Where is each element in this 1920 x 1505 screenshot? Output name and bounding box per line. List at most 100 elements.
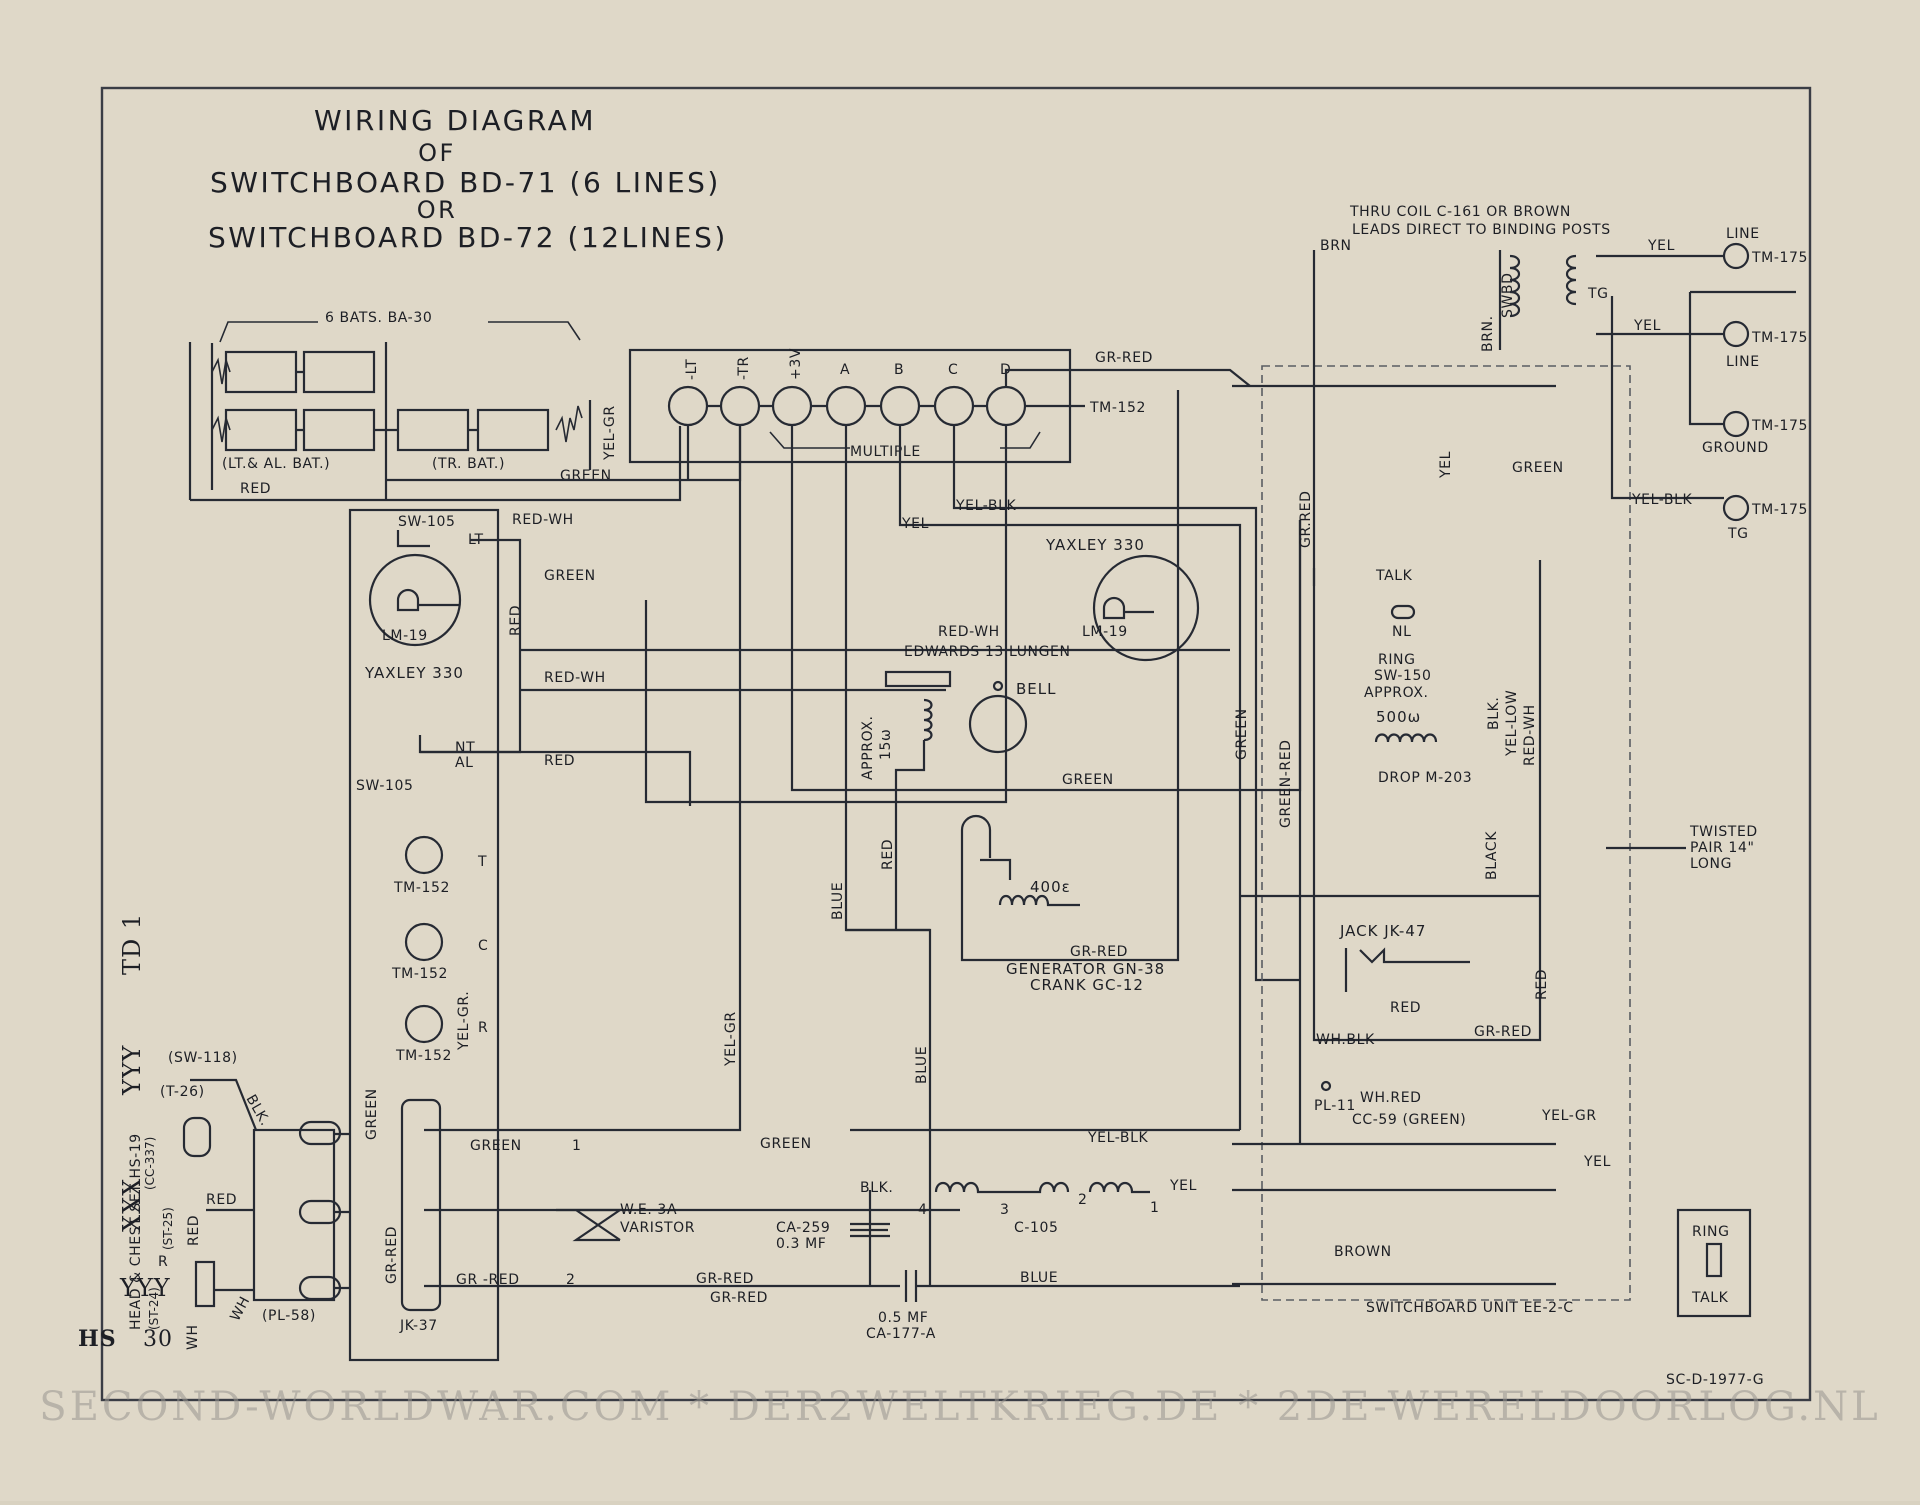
bell-gong [968, 694, 1028, 754]
yel-label: YEL [901, 516, 929, 532]
terminal-strip: -LT -TR +3V A B C D MULTIPLE TM-152 GR-R… [628, 348, 1153, 464]
bell-coil [894, 698, 933, 930]
plug-wiring [190, 1078, 350, 1292]
terminal-d [985, 385, 1027, 427]
yel-bottom-label: YEL [1169, 1178, 1197, 1194]
binding-posts: THRU COIL C-161 OR BROWN LEADS DIRECT TO… [1312, 204, 1808, 586]
lamp-left-ring [368, 553, 462, 647]
tm175-post-2 [1722, 320, 1750, 348]
twisted-line-3: LONG [1690, 856, 1732, 872]
gr-red-right-v-label: GR.RED [1298, 491, 1314, 548]
sw150-label: SW-150 [1374, 668, 1432, 684]
plug-body [252, 1128, 336, 1302]
ca177-label: CA-177-A [866, 1326, 936, 1342]
multiple-brace [769, 431, 1041, 449]
headset-mic [194, 1260, 216, 1308]
yel-blk-right-label: YEL-BLK [1631, 492, 1693, 508]
title-line-5: SWITCHBOARD BD-72 (12LINES) [208, 221, 728, 254]
tm175-post-4 [1722, 494, 1750, 522]
battery-yel-gr-label: YEL-GR [602, 405, 618, 461]
lamp-right-bulb [1102, 596, 1154, 620]
black-v-label: BLACK [1484, 831, 1500, 880]
drop-label: DROP M-203 [1378, 770, 1472, 786]
t2-label: 2 [566, 1272, 576, 1288]
tm175-post-3 [1722, 410, 1750, 438]
batteries-heading: 6 BATS. BA-30 [325, 310, 432, 326]
lm19-left-label: LM-19 [382, 628, 428, 644]
yyy-mark: YYY [118, 1044, 146, 1096]
red-right-label: RED [1390, 1000, 1421, 1016]
yel-right-bottom-label: YEL [1583, 1154, 1611, 1170]
tm152-c-post [404, 922, 444, 962]
swbd-label: SWBD [1500, 272, 1516, 318]
blue-label-bottom: BLUE [1020, 1270, 1058, 1286]
yel-gr-right-label: YEL-GR [1541, 1108, 1597, 1124]
watermark: SECOND-WORLDWAR.COM * DER2WELTKRIEG.DE *… [39, 1384, 1880, 1430]
hs-number-label: 30 [143, 1327, 173, 1352]
wh-blk-label: WH.BLK [1316, 1032, 1375, 1048]
brn-label: BRN [1320, 238, 1352, 254]
title-line-1: WIRING DIAGRAM [314, 104, 596, 137]
tg-label: TG [1727, 526, 1749, 542]
terminal-tm152-label: TM-152 [1089, 400, 1146, 416]
green-v-label-left: GREEN [364, 1088, 380, 1140]
red-headset-label: RED [206, 1192, 237, 1208]
gr-red-v-label-left: GR-RED [384, 1226, 400, 1284]
approx-15-label: APPROX. [860, 715, 876, 780]
gr-red-top-label: GR-RED [1095, 350, 1153, 366]
st24-label: (ST-24) [147, 1287, 161, 1330]
red-wh-label-top: RED-WH [512, 512, 574, 528]
sw118-label: (SW-118) [168, 1050, 238, 1066]
green-label-bottom: GREEN [760, 1136, 812, 1152]
nl-lamp [1390, 604, 1416, 620]
terminal-label-3v: +3V [788, 348, 804, 380]
crank-label: CRANK GC-12 [1030, 976, 1144, 994]
center-components: EDWARDS 13 LUNGEN RED-WH BELL APPROX. 15… [556, 390, 1240, 1342]
ring-talk-switch-box [1676, 1208, 1752, 1318]
post-c-label: C [478, 938, 488, 954]
battery-links [296, 370, 592, 470]
blk-right-v-label: BLK. [1486, 697, 1502, 730]
coil-4-label: 4 [918, 1202, 928, 1218]
cc337-label: (CC-337) [143, 1137, 157, 1190]
blue-v-label-2: BLUE [914, 1046, 930, 1084]
ring-talk-switch-lever[interactable] [1705, 1242, 1723, 1278]
mf05-label: 0.5 MF [878, 1310, 928, 1326]
wh-label: WH [185, 1324, 201, 1350]
terminal-3v [771, 385, 813, 427]
pl58-label: (PL-58) [262, 1308, 316, 1324]
battery-rails [188, 342, 388, 500]
al-label: AL [455, 755, 474, 771]
red-wh-center-label: RED-WH [938, 624, 1000, 640]
tm152-t-label: TM-152 [393, 880, 450, 896]
jk37-jack [400, 1098, 442, 1312]
ohm500-label: 500ω [1376, 708, 1421, 726]
yel-gr-v-label: YEL-GR. [456, 991, 472, 1051]
tm175-4-label: TM-175 [1751, 502, 1808, 518]
left-panel: SW-105 LT RED-WH LM-19 YAXLEY 330 RED NT… [348, 426, 1230, 1362]
thru-coil-line-2: LEADS DIRECT TO BINDING POSTS [1352, 222, 1611, 238]
ground-label: GROUND [1702, 440, 1769, 456]
left-panel-wiring [420, 426, 1230, 1288]
battery-green-lead-label: GREEN [560, 468, 612, 484]
terminal-label-b: B [894, 362, 904, 378]
c105-label: C-105 [1014, 1220, 1059, 1236]
c105-coil [934, 1181, 1150, 1194]
edwards-label: EDWARDS 13 LUNGEN [904, 644, 1071, 660]
title-line-4: OR [417, 196, 458, 224]
red-v-headset-label: RED [186, 1215, 202, 1246]
pl11-label: PL-11 [1314, 1098, 1356, 1114]
ring-label: RING [1378, 652, 1416, 668]
brown-label: BROWN [1334, 1244, 1392, 1260]
terminal-label-lt: -LT [684, 359, 700, 380]
bell-label: BELL [1016, 680, 1056, 698]
yel-top-right-label: YEL [1647, 238, 1675, 254]
approx-500-label: APPROX. [1364, 685, 1429, 701]
jk37-label: JK-37 [399, 1318, 438, 1334]
terminal-tr [719, 385, 761, 427]
binding-post-wiring [1596, 254, 1796, 500]
xxx-mark: XXX [118, 1178, 146, 1232]
gr-red-label-jk: GR -RED [456, 1272, 520, 1288]
